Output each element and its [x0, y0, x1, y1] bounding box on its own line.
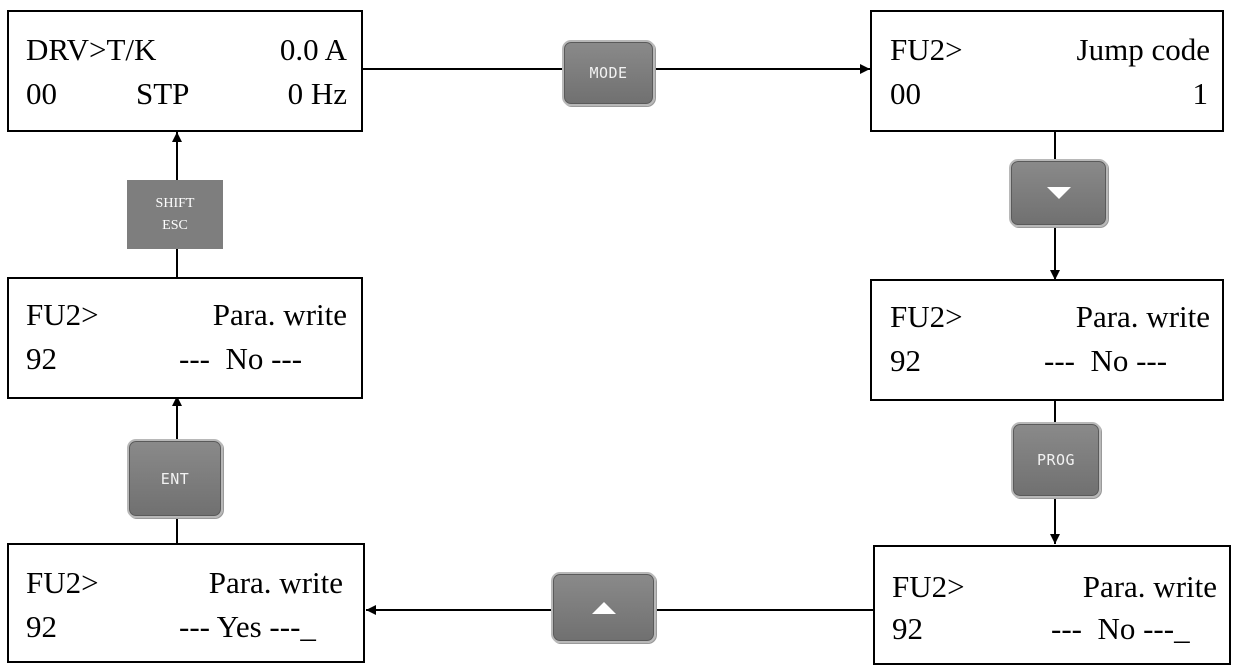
lcd-text: Para. write: [1075, 299, 1210, 334]
esc-key-label: ESC: [162, 217, 188, 233]
lcd-text: 00: [26, 76, 57, 111]
lcd-text: 92: [892, 611, 923, 646]
lcd-text: FU2>: [26, 297, 99, 332]
lcd-text: --- No ---_: [1051, 611, 1190, 646]
lcd-text: STP: [136, 76, 190, 111]
triangle-down-icon: [1046, 187, 1071, 199]
triangle-up-icon: [591, 601, 616, 614]
lcd-para-write-edit-screen: FU2> Para. write 92 --- No ---_: [873, 545, 1231, 665]
lcd-text: 0.0 A: [279, 32, 347, 67]
prog-key-label: PROG: [1036, 451, 1076, 469]
prog-key-button[interactable]: PROG: [1011, 422, 1101, 498]
lcd-text: Para. write: [1082, 569, 1217, 604]
lcd-text: Para. write: [208, 565, 343, 600]
lcd-text: 92: [26, 341, 57, 376]
lcd-para-write-yes-screen: FU2> Para. write 92 --- Yes ---_: [7, 543, 365, 663]
lcd-jump-code-screen: FU2> Jump code 00 1: [870, 10, 1224, 132]
lcd-para-write-saved-screen: FU2> Para. write 92 --- No ---: [7, 277, 363, 399]
lcd-text: --- Yes ---_: [179, 609, 316, 644]
lcd-drv-screen: DRV>T/K 0.0 A 00 STP 0 Hz: [7, 10, 363, 132]
ent-key-label: ENT: [160, 469, 190, 488]
shift-key-label: SHIFT: [155, 195, 195, 211]
down-key-button[interactable]: down-arrow: [1009, 159, 1108, 227]
lcd-text: 92: [26, 609, 57, 644]
lcd-text: DRV>T/K: [26, 32, 157, 67]
lcd-para-write-screen: FU2> Para. write 92 --- No ---: [870, 279, 1224, 401]
lcd-text: 92: [890, 343, 921, 378]
lcd-text: FU2>: [890, 32, 963, 67]
lcd-text: 1: [1192, 76, 1209, 111]
ent-key-button[interactable]: ENT: [127, 439, 223, 518]
lcd-text: --- No ---: [179, 341, 303, 376]
lcd-text: 00: [890, 76, 921, 111]
mode-key-button[interactable]: MODE: [562, 40, 655, 106]
lcd-text: Jump code: [1076, 32, 1210, 67]
lcd-text: Para. write: [212, 297, 347, 332]
lcd-text: FU2>: [892, 569, 965, 604]
mode-key-label: MODE: [589, 64, 628, 82]
lcd-text: FU2>: [26, 565, 99, 600]
lcd-text: --- No ---: [1044, 343, 1168, 378]
up-key-button[interactable]: up-arrow: [551, 572, 656, 643]
shift-esc-key-button[interactable]: SHIFT ESC: [127, 180, 223, 249]
lcd-text: 0 Hz: [287, 76, 347, 111]
lcd-text: FU2>: [890, 299, 963, 334]
